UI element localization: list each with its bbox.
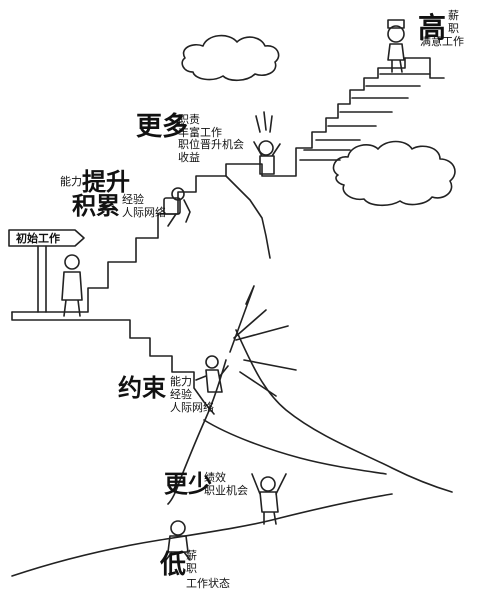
- road-lower-edge: [203, 419, 387, 475]
- ray-4: [233, 309, 267, 339]
- high-line-3: 满意工作: [420, 35, 464, 48]
- raise-list: 经验 人际网络: [122, 193, 166, 219]
- figure-shocked: [253, 111, 281, 175]
- more-line-2: 丰富工作: [178, 125, 222, 139]
- low-line-2: 职: [186, 561, 197, 575]
- high-list: 薪 职: [448, 9, 459, 35]
- raise-line-1: 经验: [122, 193, 144, 206]
- ray-top: [229, 285, 255, 353]
- staircase-base: [11, 311, 215, 415]
- more-line-1: 职责: [178, 113, 200, 126]
- less-list: 绩效 职业机会: [204, 471, 248, 497]
- figure-top: [387, 19, 405, 73]
- figure-sitting: [165, 520, 191, 561]
- upper-ground-line: [225, 175, 271, 259]
- high-title: 高: [418, 11, 447, 44]
- low-line-3: 工作状态: [186, 577, 230, 590]
- high-line-2: 职: [448, 21, 459, 35]
- raise-title-2: 积累: [72, 192, 120, 220]
- less-title: 更少: [164, 470, 212, 498]
- start-sign-label: 初始工作: [16, 232, 60, 245]
- slope-line: [11, 493, 393, 577]
- raise-title-1: 提升: [82, 168, 130, 196]
- more-line-4: 收益: [178, 150, 200, 164]
- sign-board: [8, 229, 85, 247]
- staircase-rightside: [404, 57, 445, 79]
- figure-cliff: [195, 355, 229, 393]
- more-title: 更多: [136, 112, 189, 142]
- more-list: 职责 丰富工作 职位晋升机会 收益: [178, 113, 244, 165]
- constraint-title: 约束: [118, 374, 166, 402]
- constraint-line-2: 经验: [170, 387, 192, 401]
- ray-3: [239, 371, 277, 397]
- constraint-list: 能力 经验: [170, 375, 192, 401]
- staircase-outline: [11, 57, 406, 313]
- ray-1: [235, 325, 289, 341]
- more-line-3: 职位晋升机会: [178, 138, 244, 152]
- figure-start: [61, 254, 83, 317]
- sign-post: [37, 245, 47, 313]
- figure-cheering: [251, 473, 287, 525]
- figure-climber: [163, 187, 191, 227]
- road-curve: [235, 329, 453, 493]
- ray-2: [243, 359, 297, 371]
- less-line-2: 职业机会: [204, 483, 248, 497]
- less-line-1: 绩效: [204, 471, 226, 484]
- high-line-1: 薪: [448, 9, 459, 22]
- low-list: 薪 职: [186, 549, 197, 575]
- constraint-line-1: 能力: [170, 375, 192, 388]
- staircase-inner-lines: [299, 73, 431, 161]
- raise-line-2: 人际网络: [122, 205, 166, 219]
- low-title: 低: [160, 550, 187, 580]
- low-line-1: 薪: [186, 549, 197, 562]
- raise-prefix: 能力: [60, 175, 82, 188]
- cloud-top: [181, 34, 280, 82]
- cloud-right: [332, 140, 456, 207]
- constraint-line-3: 人际网络: [170, 401, 214, 414]
